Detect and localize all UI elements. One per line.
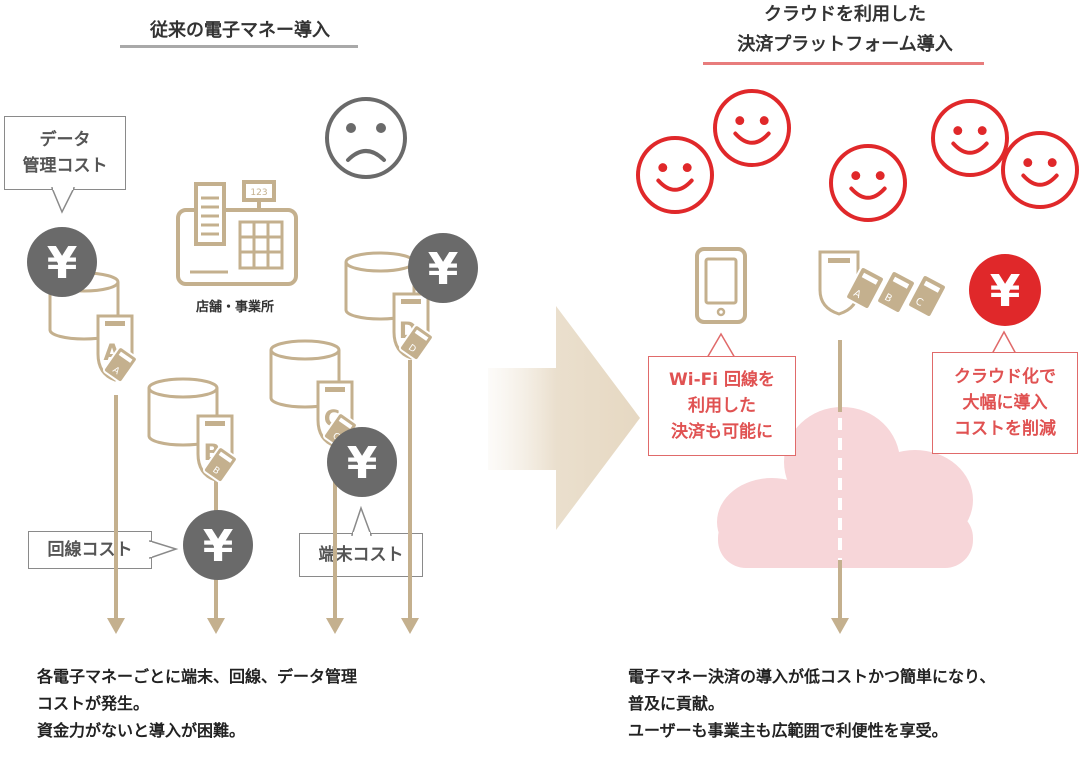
right-card-a: A xyxy=(845,266,885,310)
callout-cloud-line1: クラウド化で xyxy=(954,367,1056,387)
callout-data-tail xyxy=(50,187,76,214)
callout-wifi-line2: 利用した xyxy=(688,396,756,416)
database-icon-d xyxy=(344,251,416,321)
yen-coin-data-symbol: ¥ xyxy=(47,238,78,289)
store-label: 店舗・事業所 xyxy=(195,300,274,315)
right-title-underline xyxy=(703,62,984,65)
callout-cloud: クラウド化で 大幅に導入 コストを削減 xyxy=(932,352,1078,454)
card-group-right: A B C xyxy=(818,250,947,318)
yen-coin-red: ¥ xyxy=(969,254,1041,326)
callout-terminal-tail xyxy=(350,505,373,536)
callout-cloud-tail xyxy=(990,330,1018,355)
yen-coin-line: ¥ xyxy=(183,510,253,580)
callout-wifi: Wi-Fi 回線を 利用した 決済も可能に xyxy=(648,356,796,456)
callout-line-tail xyxy=(149,539,179,560)
right-description-line1: 電子マネー決済の導入が低コストかつ簡単になり、 xyxy=(628,667,996,686)
left-description-line3: 資金力がないと導入が困難。 xyxy=(37,721,246,740)
cloud-icon xyxy=(717,407,973,568)
callout-data-line1: データ xyxy=(39,130,91,150)
card-badge-d-card: D xyxy=(398,324,434,362)
left-description-line1: 各電子マネーごとに端末、回線、データ管理 xyxy=(37,667,358,686)
left-title: 従来の電子マネー導入 xyxy=(150,20,330,41)
card-badge-c-card: C xyxy=(322,412,358,450)
right-arrow xyxy=(831,340,849,634)
callout-terminal-cost: 端末コスト xyxy=(299,533,423,577)
right-description: 電子マネー決済の導入が低コストかつ簡単になり、 普及に貢献。 ユーザーも事業主も… xyxy=(628,663,1068,744)
card-badge-a: AA xyxy=(96,314,138,384)
callout-terminal-label: 端末コスト xyxy=(318,545,404,565)
right-title-line2: 決済プラットフォーム導入 xyxy=(737,34,953,55)
left-title-underline xyxy=(120,45,358,48)
right-title-line1: クラウドを利用した xyxy=(764,4,926,25)
left-description: 各電子マネーごとに端末、回線、データ管理 コストが発生。 資金力がないと導入が困… xyxy=(37,663,477,744)
yen-coin-data: ¥ xyxy=(27,227,97,297)
card-badge-b-card: B xyxy=(202,446,238,484)
right-card-c: C xyxy=(907,274,947,318)
card-badge-a-card: A xyxy=(102,346,138,384)
svg-text:A: A xyxy=(851,288,862,301)
callout-line-cost: 回線コスト xyxy=(28,531,152,569)
register-display: 123 xyxy=(250,188,267,198)
right-card-b: B xyxy=(876,270,916,314)
sad-face-icon xyxy=(325,97,407,179)
smiley-icon-1 xyxy=(636,136,714,214)
smiley-icon-2 xyxy=(713,89,791,167)
card-badge-b: BB xyxy=(196,414,238,484)
smiley-icon-3 xyxy=(829,144,907,222)
smiley-icon-4 xyxy=(931,99,1009,177)
yen-coin-terminal: ¥ xyxy=(327,427,397,497)
smiley-icon-5 xyxy=(1001,131,1079,209)
callout-data-line2: 管理コスト xyxy=(22,156,108,176)
left-arrows xyxy=(107,360,419,634)
callout-cloud-line2: 大幅に導入 xyxy=(962,393,1048,413)
right-title: クラウドを利用した 決済プラットフォーム導入 xyxy=(690,2,1000,58)
yen-coin-terminal-symbol: ¥ xyxy=(347,438,378,489)
yen-coin-line-symbol: ¥ xyxy=(203,521,234,572)
transition-arrow xyxy=(488,306,640,530)
yen-coin-d: ¥ xyxy=(408,233,478,303)
card-badge-d: DD xyxy=(392,292,434,362)
svg-text:C: C xyxy=(330,431,341,443)
callout-wifi-line3: 決済も可能に xyxy=(671,422,773,442)
right-description-line3: ユーザーも事業主も広範囲で利便性を享受。 xyxy=(628,721,948,740)
callout-wifi-tail xyxy=(705,332,737,359)
svg-text:B: B xyxy=(210,465,221,477)
callout-data-cost: データ 管理コスト xyxy=(4,116,126,190)
callout-cloud-line3: コストを削減 xyxy=(954,419,1056,439)
right-description-line2: 普及に貢献。 xyxy=(628,694,725,713)
svg-text:D: D xyxy=(406,343,417,355)
yen-coin-d-symbol: ¥ xyxy=(428,244,459,295)
callout-wifi-line1: Wi-Fi 回線を xyxy=(669,370,775,390)
svg-text:C: C xyxy=(913,296,924,309)
left-description-line2: コストが発生。 xyxy=(37,694,150,713)
yen-coin-red-symbol: ¥ xyxy=(990,266,1021,317)
smartphone-icon xyxy=(695,247,747,324)
svg-text:B: B xyxy=(882,292,893,305)
callout-line-label: 回線コスト xyxy=(47,540,133,560)
svg-text:A: A xyxy=(110,365,121,377)
card-badge-c: CC xyxy=(316,380,358,450)
cash-register-icon xyxy=(176,180,298,286)
